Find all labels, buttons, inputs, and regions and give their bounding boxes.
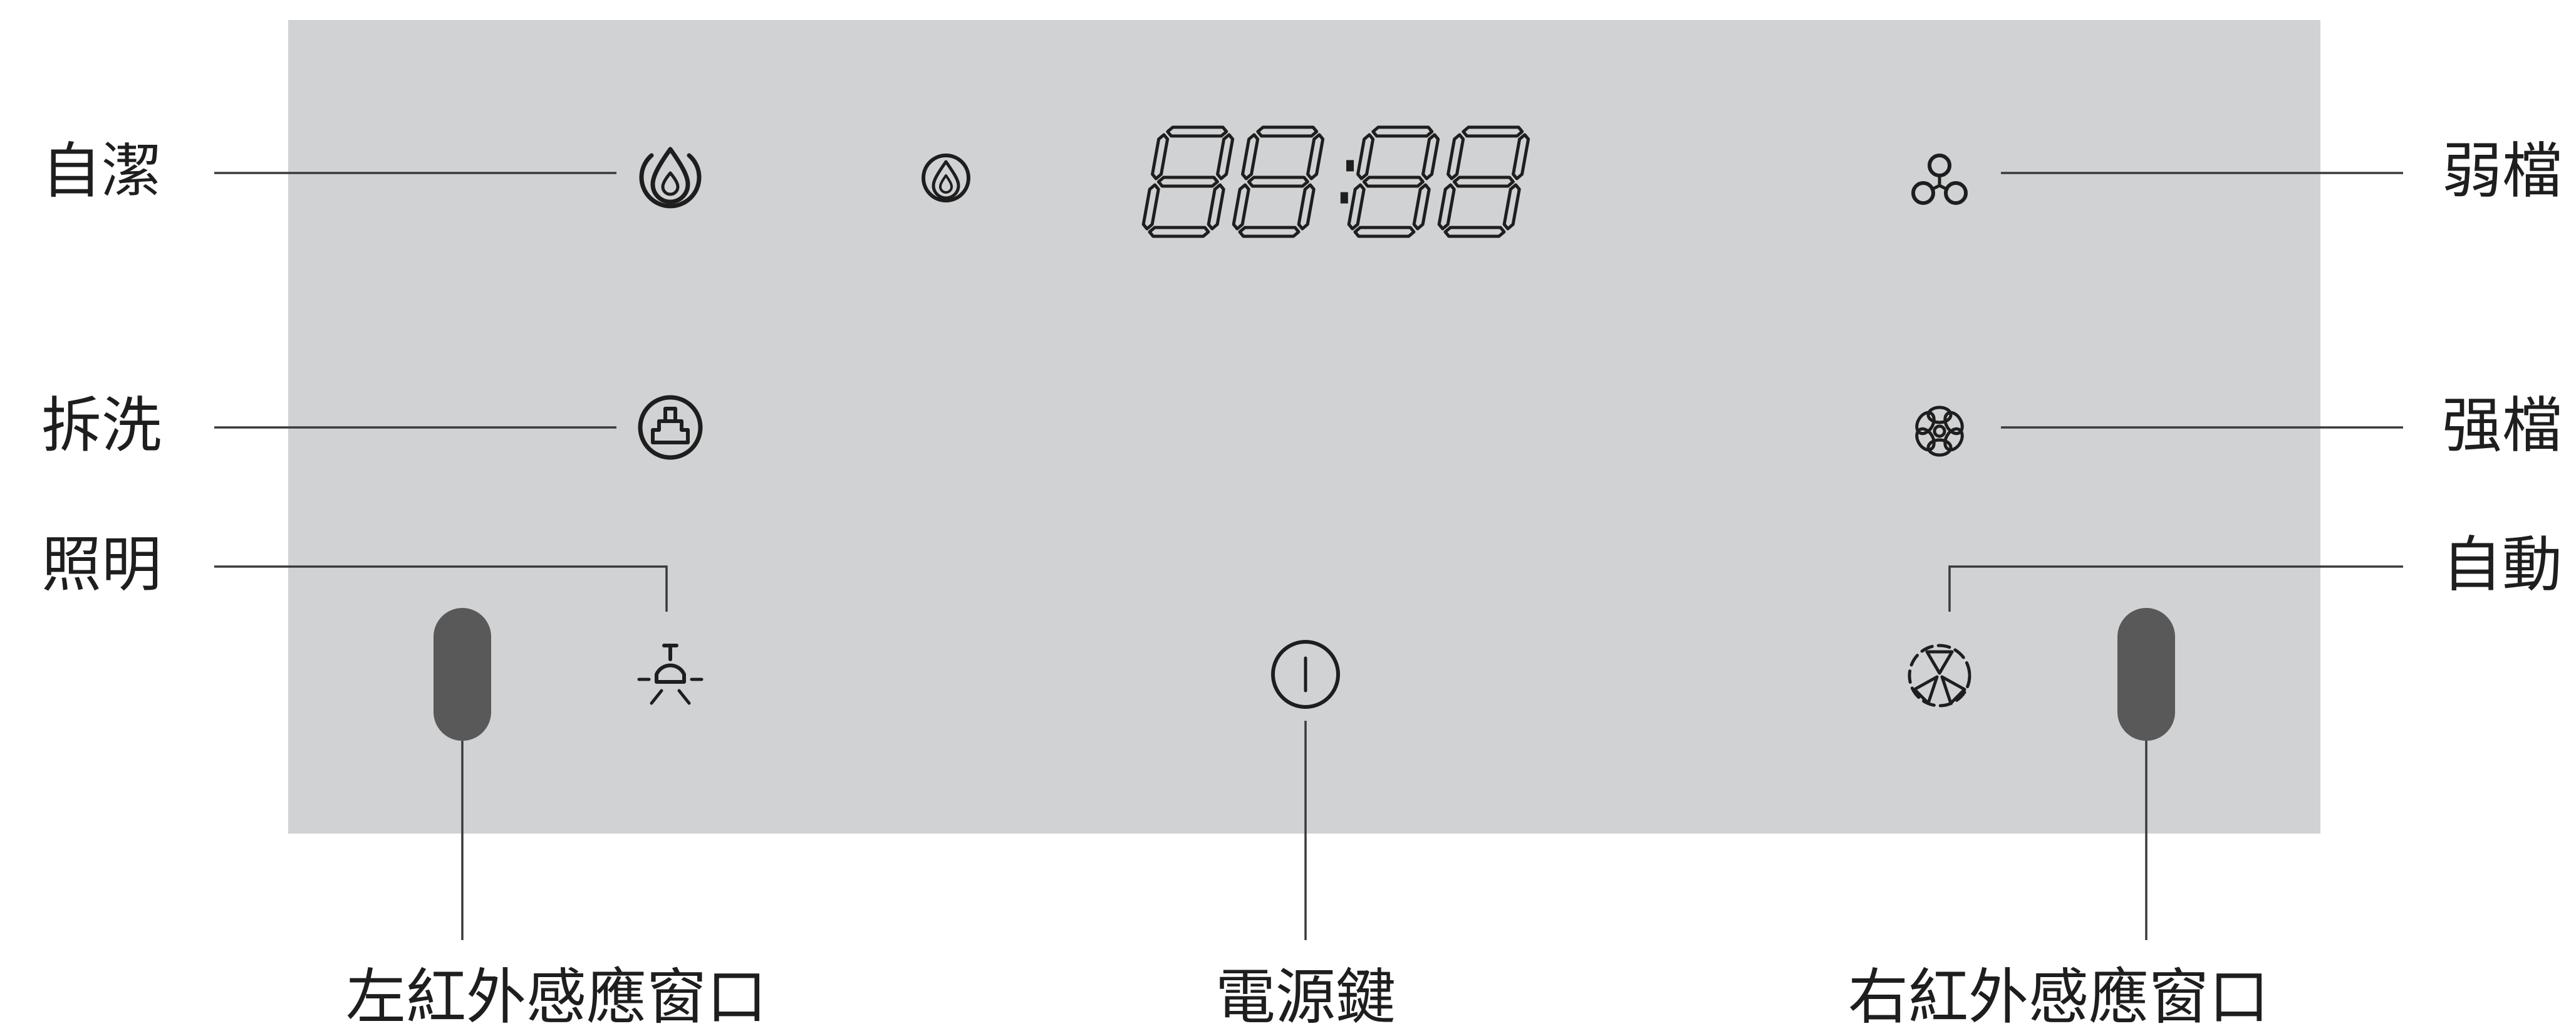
fan-high-lobe — [1943, 411, 1964, 436]
label-auto: 自動 — [2442, 531, 2562, 599]
display-segment — [1353, 226, 1416, 238]
display-segment — [1462, 125, 1524, 138]
label-low-speed: 弱檔 — [2442, 138, 2562, 205]
time-display — [1141, 125, 1530, 238]
display-segment — [1256, 125, 1319, 138]
fan-high-lobe — [1926, 438, 1953, 457]
fan-high-lobe — [1915, 411, 1936, 436]
water-drop-icon — [922, 154, 970, 202]
display-segment — [1452, 175, 1515, 188]
power-icon[interactable] — [1271, 640, 1340, 709]
fan-high-lobe — [1915, 427, 1936, 452]
label-self-clean: 自潔 — [41, 138, 162, 205]
display-segment — [1297, 183, 1316, 231]
leader-auto — [1948, 565, 2403, 612]
display-segment — [1148, 226, 1210, 238]
display-segment — [1241, 133, 1260, 181]
display-segment — [1371, 125, 1434, 138]
label-power-key: 電源鍵 — [1215, 964, 1396, 1031]
display-colon-dot — [1340, 192, 1348, 204]
label-disassemble-wash: 拆洗 — [41, 392, 162, 459]
label-high-speed: 强檔 — [2442, 392, 2562, 459]
display-segment — [1347, 183, 1366, 231]
display-segment — [1238, 226, 1301, 238]
label-right-ir-window: 右紅外感應窗口 — [1848, 964, 2269, 1031]
leader-lighting — [214, 565, 668, 612]
display-segment — [1443, 226, 1506, 238]
fan-low-icon[interactable] — [1911, 154, 1968, 205]
fan-auto-icon[interactable] — [1908, 644, 1971, 708]
right-ir-sensor-window — [2117, 608, 2175, 741]
label-left-ir-window: 左紅外感應窗口 — [346, 964, 767, 1031]
display-segment — [1502, 183, 1521, 231]
display-segment — [1437, 183, 1456, 231]
display-segment — [1362, 175, 1425, 188]
display-segment — [1356, 133, 1375, 181]
display-segment — [1207, 183, 1225, 231]
label-lighting: 照明 — [41, 531, 162, 599]
display-segment — [1151, 133, 1170, 181]
display-colon-dot — [1346, 160, 1354, 172]
light-bulb-icon[interactable] — [637, 644, 704, 705]
control-panel — [288, 20, 2320, 834]
display-segment — [1446, 133, 1465, 181]
display-segment — [1156, 175, 1219, 188]
self-clean-icon[interactable] — [639, 147, 702, 209]
display-segment — [1306, 133, 1325, 181]
display-segment — [1247, 175, 1309, 188]
fan-high-lobe — [1926, 406, 1953, 424]
fan-high-icon[interactable] — [1913, 406, 1966, 457]
disassemble-wash-icon[interactable] — [638, 395, 703, 460]
display-segment — [1412, 183, 1431, 231]
display-segment — [1166, 125, 1228, 138]
fan-high-lobe — [1943, 427, 1964, 452]
left-ir-sensor-window — [434, 608, 491, 741]
display-segment — [1421, 133, 1440, 181]
display-segment — [1232, 183, 1250, 231]
display-segment — [1141, 183, 1160, 231]
display-segment — [1512, 133, 1530, 181]
display-segment — [1216, 133, 1235, 181]
